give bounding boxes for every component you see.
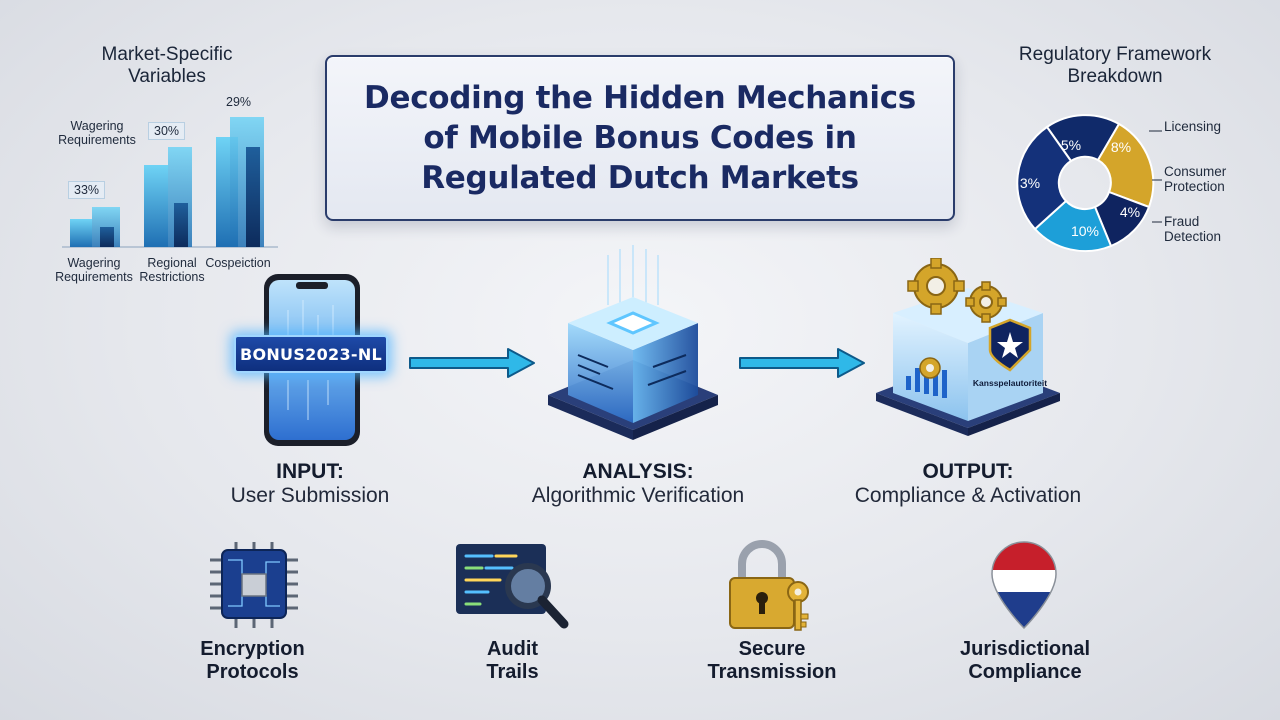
reg-chart-title: Regulatory Framework Breakdown	[985, 44, 1245, 88]
donut-slice	[1045, 114, 1121, 163]
shield-icon	[988, 318, 1032, 372]
processor-cube-icon	[548, 245, 718, 440]
legend-item: Fraud Detection	[1164, 214, 1221, 244]
legend-item: Consumer Protection	[1164, 164, 1226, 194]
feature-line: Transmission	[707, 661, 837, 683]
feature-line: Trails	[486, 661, 539, 683]
donut-slice	[1096, 122, 1155, 209]
annotation-line: Requirements	[58, 133, 136, 147]
flow-step-analysis: ANALYSIS: Algorithmic Verification	[498, 460, 778, 508]
market-chart-title: Market-Specific Variables	[72, 44, 262, 88]
feature-label-transmission: Secure Transmission	[682, 638, 862, 684]
x-tick-label: Cospeiction	[201, 256, 275, 270]
seal-label: Kansspelautoriteit	[973, 378, 1047, 388]
slice-label: 8%	[1111, 139, 1131, 155]
gear-icon	[907, 258, 965, 315]
compliance-box-icon: Kansspelautoriteit	[876, 258, 1060, 436]
dutch-flag-pin-icon	[991, 541, 1057, 630]
bar	[174, 203, 188, 247]
legend-line: Protection	[1164, 179, 1225, 194]
legend-line: Licensing	[1164, 119, 1222, 134]
bar	[246, 147, 260, 247]
regulatory-donut-chart: 5% 8% 4% 10% 3%	[1016, 114, 1162, 253]
flow-arrow-icon	[739, 348, 865, 378]
market-chart-title-line: Variables	[128, 66, 206, 87]
reg-chart-title-line: Regulatory Framework	[1018, 44, 1212, 65]
feature-line: Encryption	[200, 638, 305, 660]
feature-line: Protocols	[206, 661, 299, 683]
feature-label-encryption: Encryption Protocols	[170, 638, 335, 684]
slice-label: 10%	[1071, 223, 1099, 239]
legend-line: Detection	[1164, 229, 1222, 244]
legend-line: Consumer	[1164, 164, 1227, 179]
feature-line: Secure	[738, 638, 806, 660]
slice-label: 4%	[1120, 204, 1140, 220]
flow-step-input: INPUT: User Submission	[200, 460, 420, 508]
padlock-icon	[729, 540, 809, 631]
step-subtitle: Compliance & Activation	[854, 484, 1082, 507]
bar-value-label: 33%	[68, 181, 106, 199]
bar	[100, 227, 114, 247]
bar	[144, 165, 168, 247]
gear-icon	[919, 357, 941, 379]
step-heading: OUTPUT:	[922, 460, 1014, 483]
slice-label: 5%	[1061, 137, 1081, 153]
reg-chart-title-line: Breakdown	[1067, 66, 1163, 87]
flow-arrow-icon	[409, 348, 535, 378]
feature-line: Audit	[486, 638, 539, 660]
bar	[70, 219, 92, 247]
annotation-line: Wagering	[70, 119, 124, 133]
feature-line: Jurisdictional	[959, 638, 1091, 660]
key-icon	[787, 581, 809, 631]
feature-line: Compliance	[968, 661, 1082, 683]
x-tick-line: Regional	[147, 256, 197, 270]
title-line: Regulated Dutch Markets	[421, 160, 859, 196]
bar-value-label: 30%	[148, 122, 186, 140]
x-tick-line: Wagering	[67, 256, 121, 270]
x-tick-label: Wagering Requirements	[52, 256, 136, 284]
market-chart-title-line: Market-Specific	[101, 44, 233, 65]
step-subtitle: User Submission	[230, 484, 390, 507]
x-tick-line: Cospeiction	[205, 256, 271, 270]
chart-annotation: Wagering Requirements	[52, 119, 142, 147]
flow-step-output: OUTPUT: Compliance & Activation	[828, 460, 1108, 508]
x-tick-label: Regional Restrictions	[133, 256, 211, 284]
donut-slice	[1033, 199, 1113, 253]
bar-value-label: 29%	[226, 95, 252, 109]
slice-label: 3%	[1020, 175, 1040, 191]
title-line: of Mobile Bonus Codes in	[423, 120, 857, 156]
step-subtitle: Algorithmic Verification	[531, 484, 745, 507]
microchip-icon	[210, 542, 298, 628]
title-box: Decoding the Hidden Mechanics of Mobile …	[325, 55, 955, 221]
x-tick-line: Restrictions	[139, 270, 205, 284]
step-heading: ANALYSIS:	[582, 460, 694, 483]
legend-line: Fraud	[1164, 214, 1200, 229]
legend-item: Licensing	[1164, 119, 1221, 134]
x-tick-line: Requirements	[55, 270, 133, 284]
magnifier-icon	[456, 544, 569, 629]
feature-label-audit: Audit Trails	[430, 638, 595, 684]
step-heading: INPUT:	[276, 460, 344, 483]
bonus-code-chip: BONUS2023-NL	[234, 335, 388, 373]
market-bar-chart	[62, 117, 278, 248]
title-line: Decoding the Hidden Mechanics	[364, 80, 916, 116]
gear-icon	[965, 281, 1007, 323]
donut-slice	[1016, 125, 1073, 231]
feature-label-jurisdiction: Jurisdictional Compliance	[935, 638, 1115, 684]
page-title: Decoding the Hidden Mechanics of Mobile …	[364, 78, 916, 198]
